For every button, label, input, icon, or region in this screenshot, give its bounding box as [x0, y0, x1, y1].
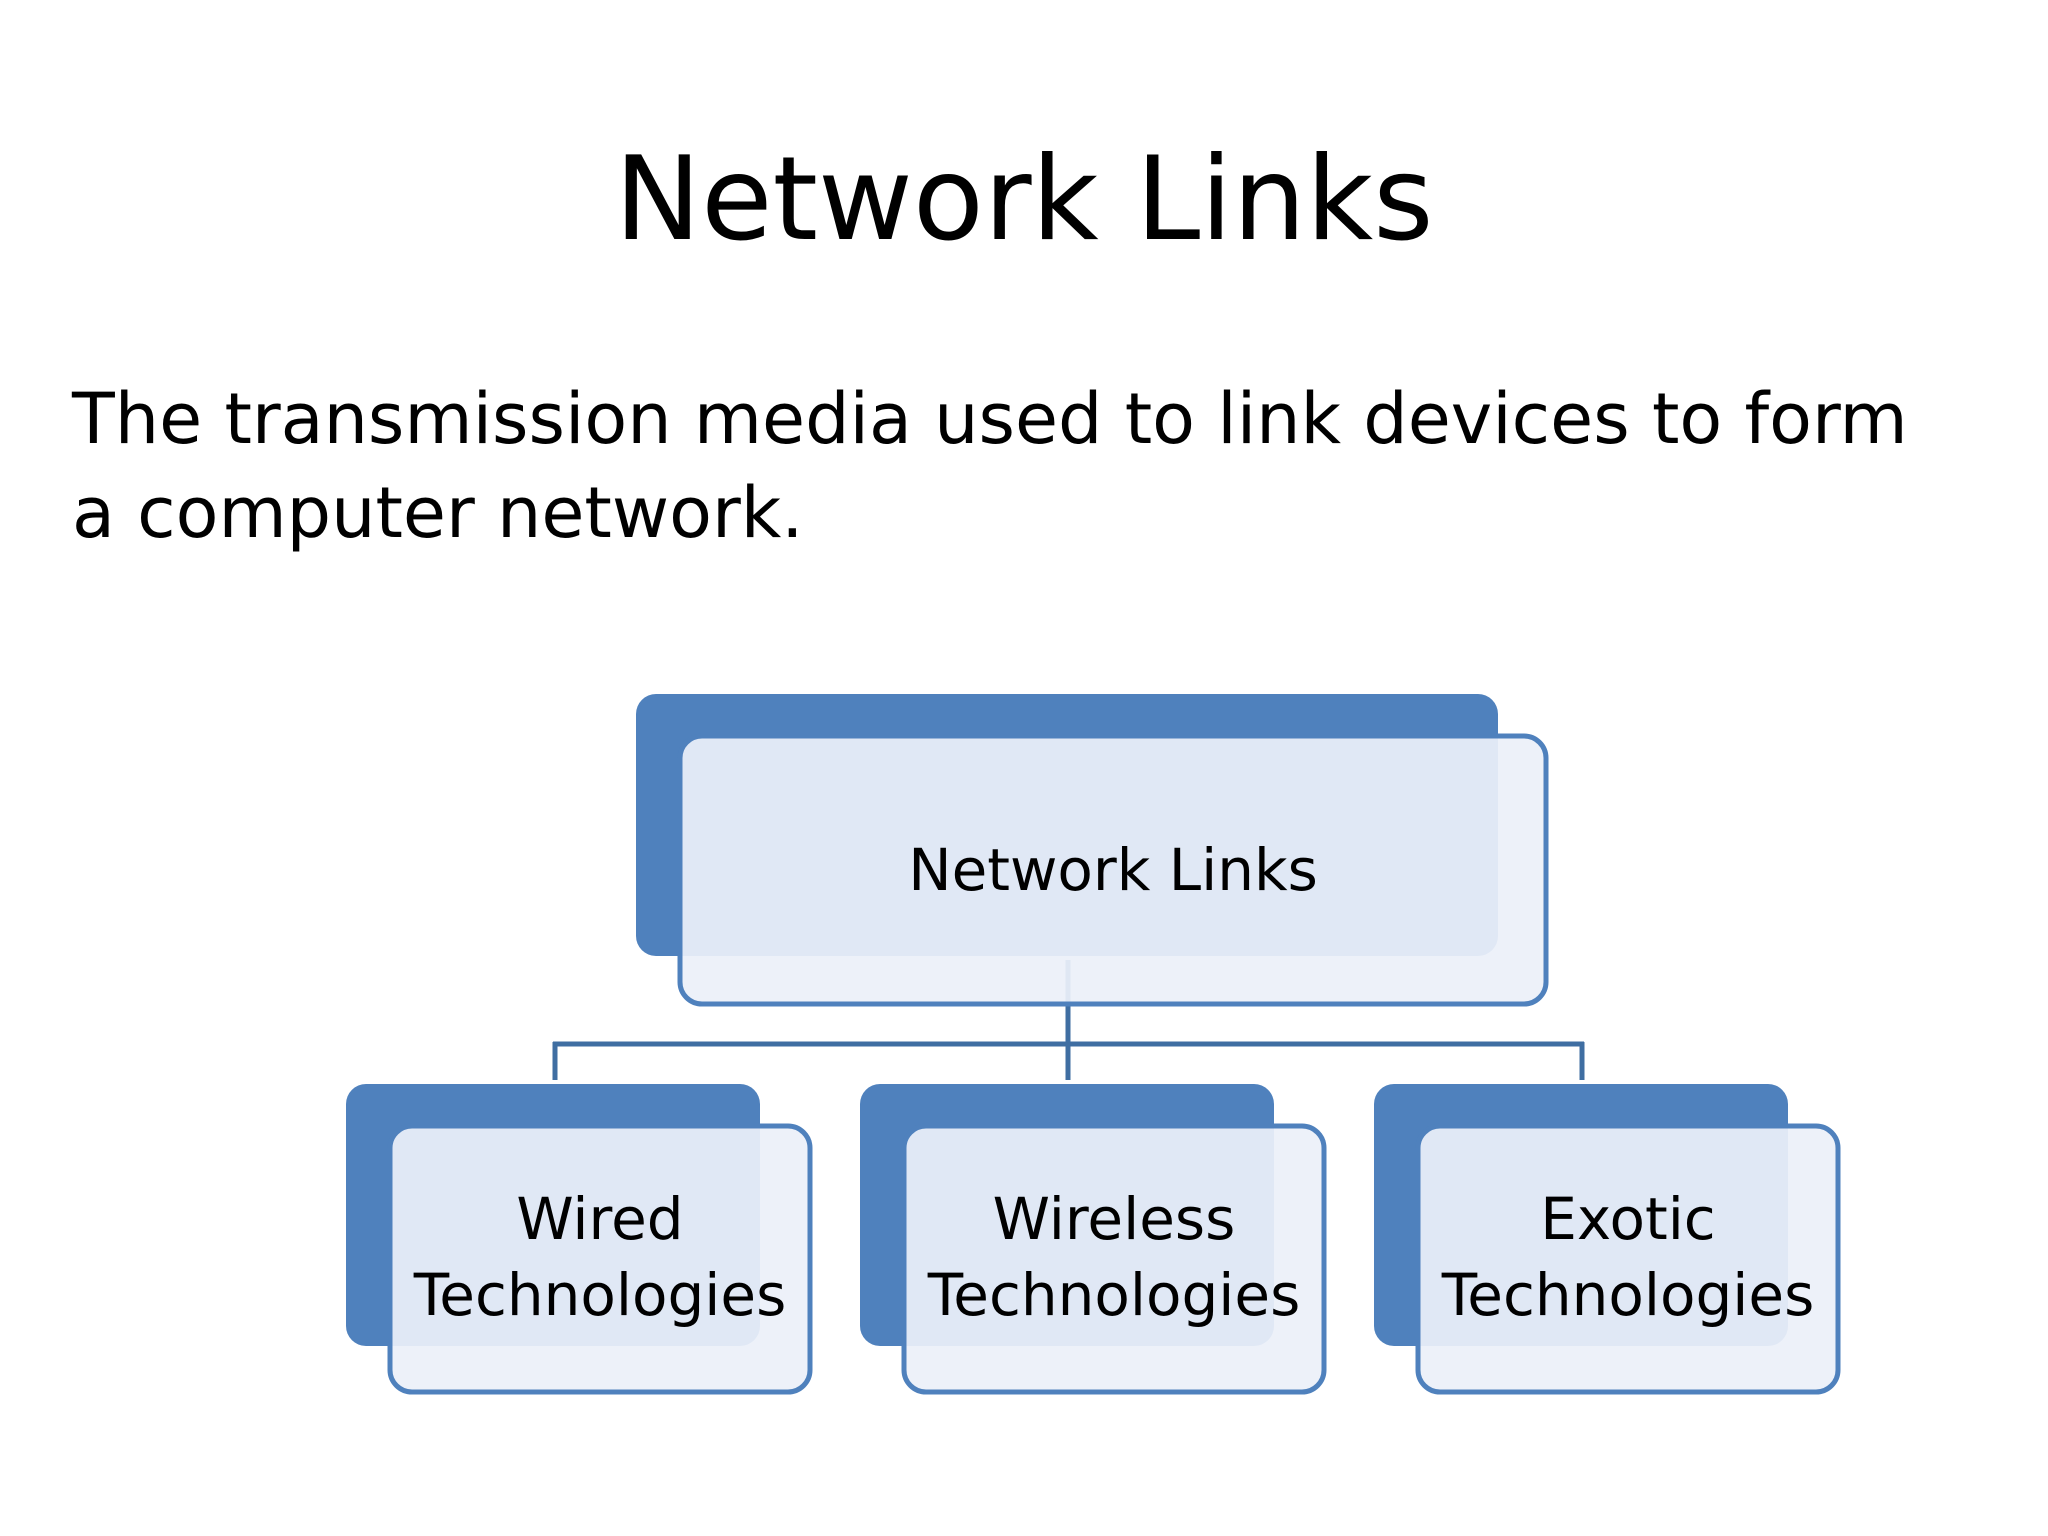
slide-body-text: The transmission media used to link devi…: [72, 378, 1908, 554]
node-root-front: [677, 733, 1549, 1007]
node-wired-line2: Technologies: [413, 1261, 787, 1329]
node-exotic: Exotic Technologies: [1374, 1084, 1841, 1395]
node-root: Network Links: [636, 694, 1549, 1007]
node-wireless-line1: Wireless: [993, 1185, 1236, 1253]
slide-title: Network Links: [614, 132, 1434, 267]
node-wireless: Wireless Technologies: [860, 1084, 1327, 1395]
node-wireless-line2: Technologies: [927, 1261, 1301, 1329]
node-wired-line1: Wired: [516, 1185, 683, 1253]
node-root-label: Network Links: [908, 836, 1318, 904]
node-exotic-front: [1415, 1123, 1841, 1395]
node-exotic-line1: Exotic: [1540, 1185, 1715, 1253]
node-exotic-line2: Technologies: [1441, 1261, 1815, 1329]
node-wired: Wired Technologies: [346, 1084, 813, 1395]
connectors: [552, 960, 1585, 1080]
node-wired-front: [387, 1123, 813, 1395]
node-wireless-front: [901, 1123, 1327, 1395]
